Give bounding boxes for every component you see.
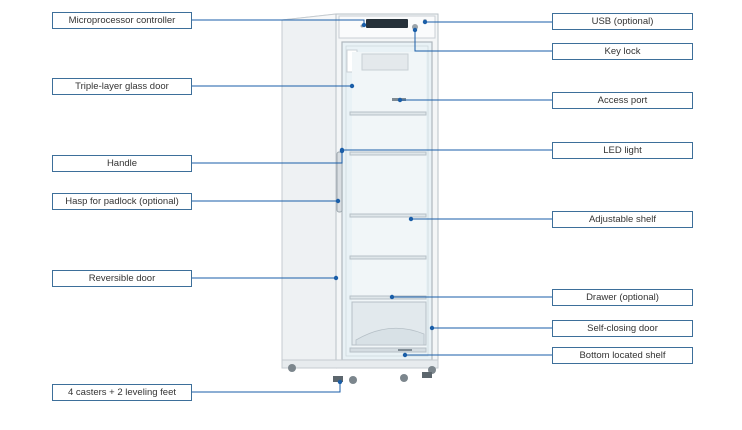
caster-right-front [400, 374, 408, 382]
label-microprocessor-controller: Microprocessor controller [52, 12, 192, 29]
label-hasp-for-padlock: Hasp for padlock (optional) [52, 193, 192, 210]
label-self-closing-door: Self-closing door [552, 320, 693, 337]
dot-triple-glass [350, 84, 354, 88]
shelf-1 [350, 112, 426, 115]
label-handle: Handle [52, 155, 192, 172]
dot-adjustable-shelf [409, 217, 413, 221]
caster-left-front [349, 376, 357, 384]
dot-led [340, 148, 344, 152]
dot-bottom-shelf [403, 353, 407, 357]
label-key-lock: Key lock [552, 43, 693, 60]
evaporator-cover [362, 54, 408, 70]
bottom-shelf [350, 348, 426, 352]
dot-usb [423, 20, 427, 24]
leveling-foot-right [422, 372, 432, 378]
dot-casters [338, 380, 342, 384]
shelf-4 [350, 256, 426, 259]
dot-microprocessor [362, 23, 366, 27]
cabinet-side-panel [282, 14, 336, 368]
dot-drawer [390, 295, 394, 299]
label-led-light: LED light [552, 142, 693, 159]
label-adjustable-shelf: Adjustable shelf [552, 211, 693, 228]
label-triple-layer-glass-door: Triple-layer glass door [52, 78, 192, 95]
shelf-3 [350, 214, 426, 217]
dot-self-closing [430, 326, 434, 330]
callout-casters [192, 382, 340, 392]
label-bottom-located-shelf: Bottom located shelf [552, 347, 693, 364]
label-access-port: Access port [552, 92, 693, 109]
dot-access-port [398, 98, 402, 102]
label-usb: USB (optional) [552, 13, 693, 30]
label-reversible-door: Reversible door [52, 270, 192, 287]
label-drawer: Drawer (optional) [552, 289, 693, 306]
dot-reversible [334, 276, 338, 280]
caster-left-rear [288, 364, 296, 372]
controller-display [366, 19, 408, 28]
label-casters-leveling-feet: 4 casters + 2 leveling feet [52, 384, 192, 401]
dot-hasp [336, 199, 340, 203]
cabinet-base [282, 360, 438, 368]
dot-key-lock [413, 28, 417, 32]
bottom-shelf-tab [398, 349, 412, 351]
shelf-2 [350, 152, 426, 155]
